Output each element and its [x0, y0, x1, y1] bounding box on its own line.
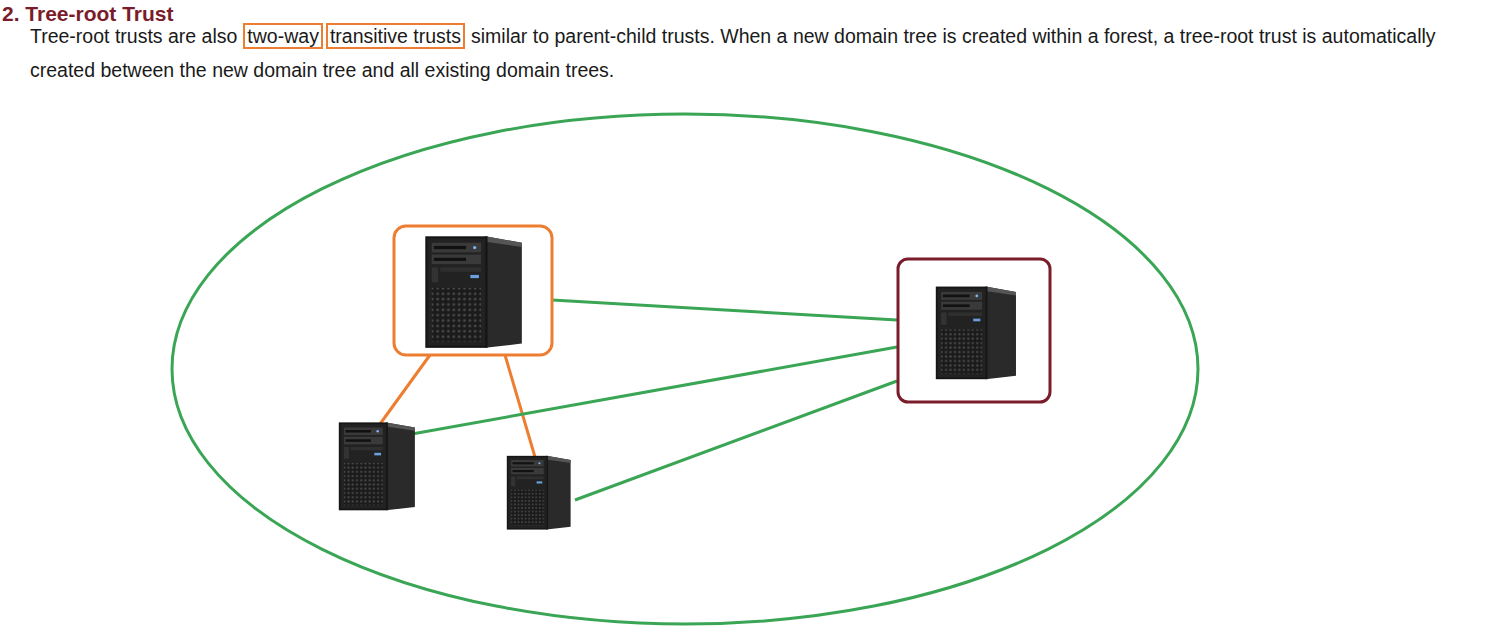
body-text: similar to parent-child trusts. When a n… — [30, 25, 1436, 81]
highlighted-term: two-way — [243, 23, 323, 49]
body-text: Tree-root trusts are also — [30, 25, 237, 47]
body-paragraph: Tree-root trusts are also two-waytransiti… — [30, 19, 1504, 87]
highlighted-term: transitive trusts — [326, 23, 465, 49]
section-title: 2. Tree-root Trust — [2, 0, 174, 28]
